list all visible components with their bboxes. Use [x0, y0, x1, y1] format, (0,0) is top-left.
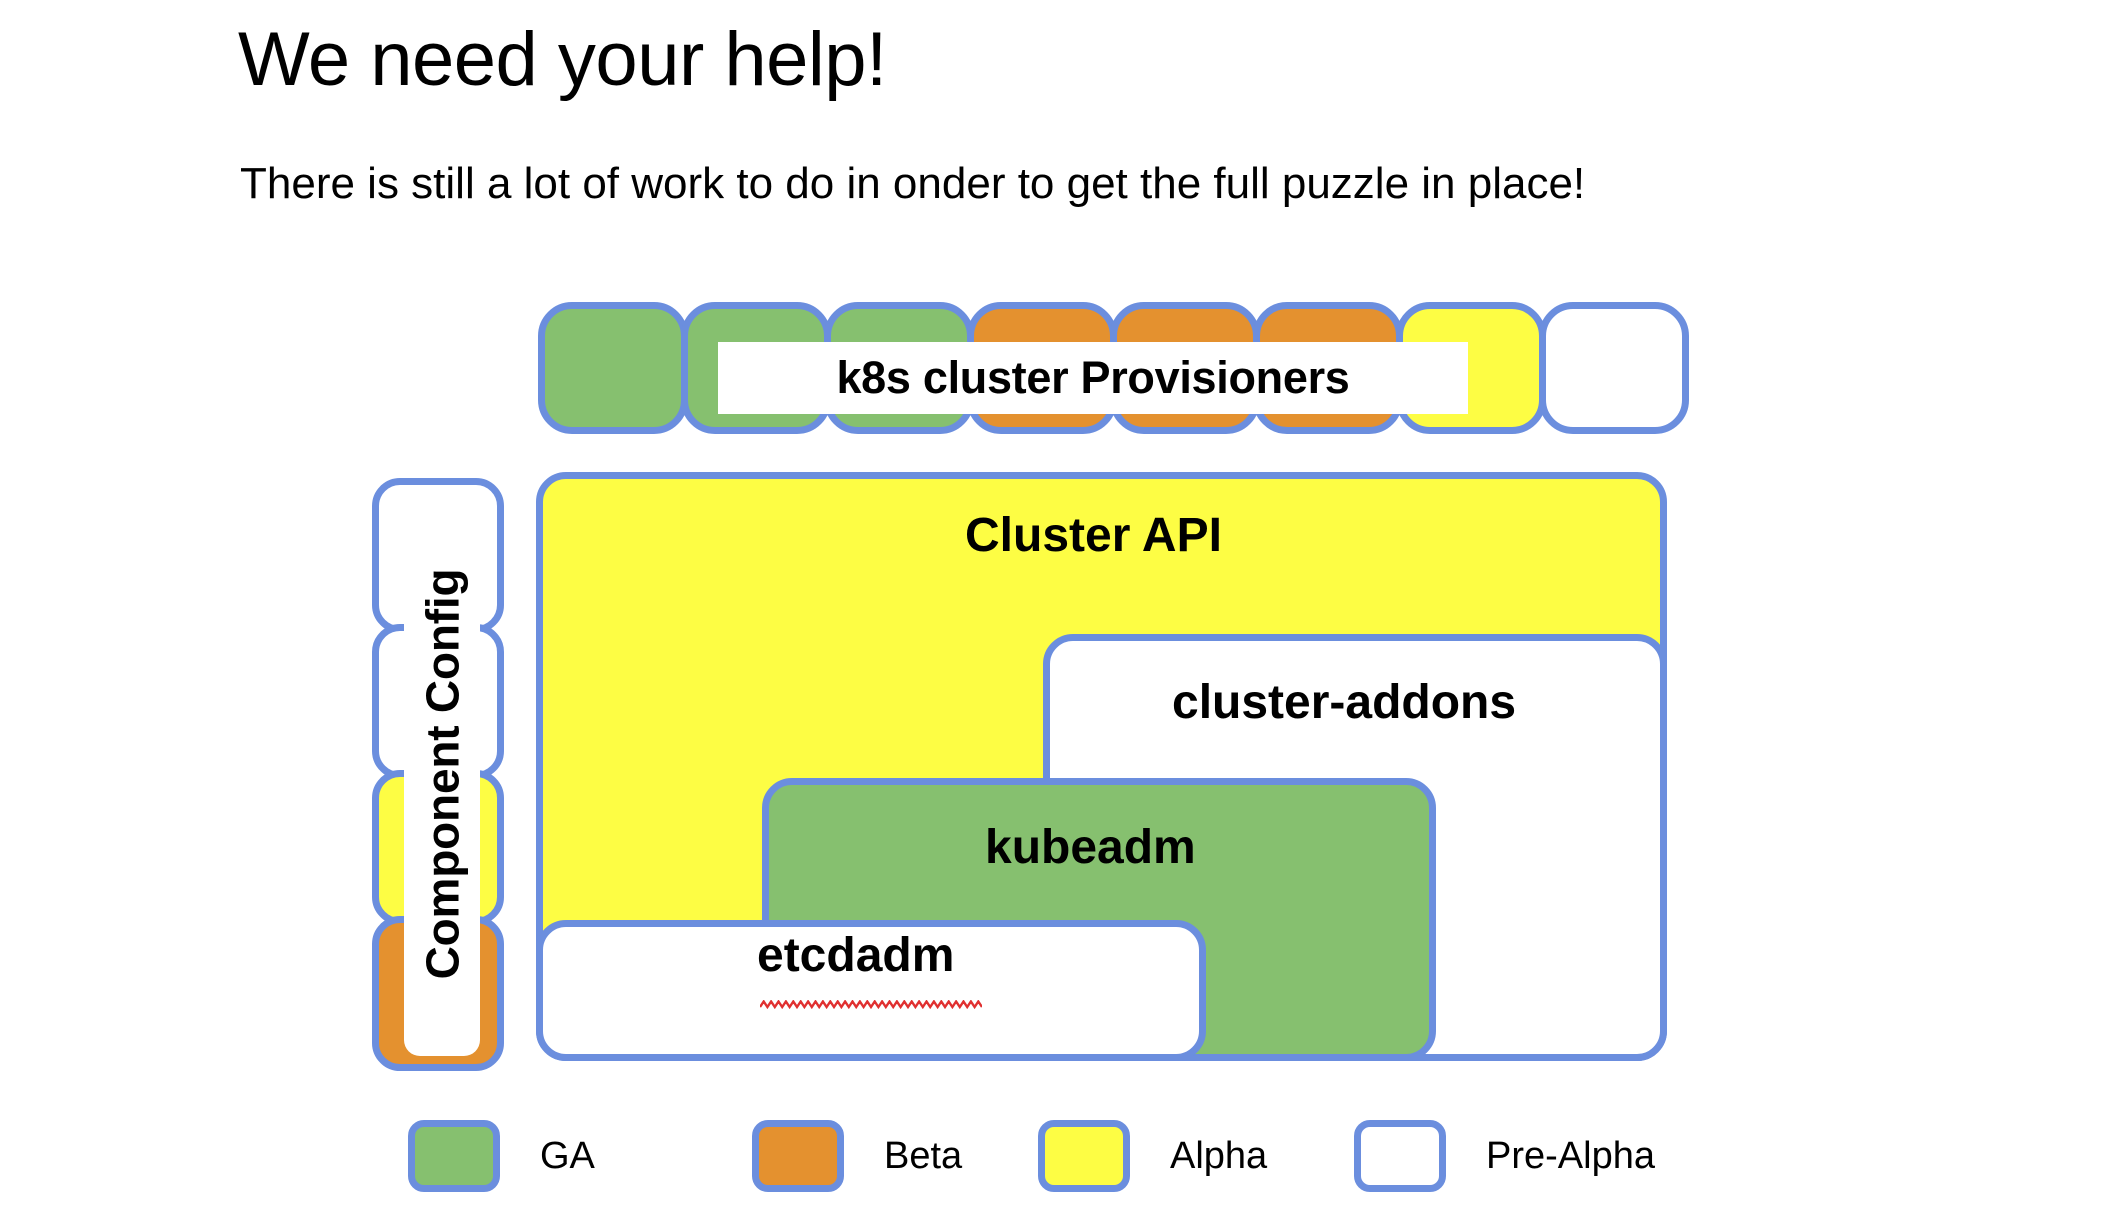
legend-swatch-pre-alpha: [1354, 1120, 1446, 1192]
legend-item-alpha: Alpha: [1038, 1120, 1267, 1192]
legend-label-beta: Beta: [884, 1134, 963, 1177]
region-cluster-addons-label: cluster-addons: [1172, 676, 1517, 729]
region-kubeadm-label: kubeadm: [985, 821, 1196, 874]
region-etcdadm-label: etcdadm: [757, 929, 955, 982]
legend-label-pre-alpha: Pre-Alpha: [1486, 1134, 1655, 1177]
legend-label-alpha: Alpha: [1170, 1134, 1268, 1177]
legend-item-ga: GA: [408, 1120, 595, 1192]
legend-swatch-beta: [752, 1120, 844, 1192]
component-config-label-text: Component Config: [416, 568, 468, 980]
provisioner-tile-8[interactable]: [1539, 302, 1689, 434]
region-cluster-api-label: Cluster API: [965, 509, 1222, 562]
page-subtitle: There is still a lot of work to do in on…: [240, 159, 1586, 208]
legend: GA Beta Alpha Pre-Alpha: [0, 1120, 2126, 1210]
provisioner-tile-1[interactable]: [538, 302, 688, 434]
component-config-label: Component Config: [404, 492, 480, 1056]
page-title: We need your help!: [238, 17, 887, 102]
region-etcdadm[interactable]: [536, 920, 1206, 1061]
legend-item-beta: Beta: [752, 1120, 962, 1192]
legend-swatch-ga: [408, 1120, 500, 1192]
legend-item-pre-alpha: Pre-Alpha: [1354, 1120, 1655, 1192]
provisioners-label: k8s cluster Provisioners: [718, 342, 1468, 414]
legend-swatch-alpha: [1038, 1120, 1130, 1192]
legend-label-ga: GA: [540, 1134, 595, 1177]
spellcheck-squiggle-icon: [760, 1000, 982, 1009]
